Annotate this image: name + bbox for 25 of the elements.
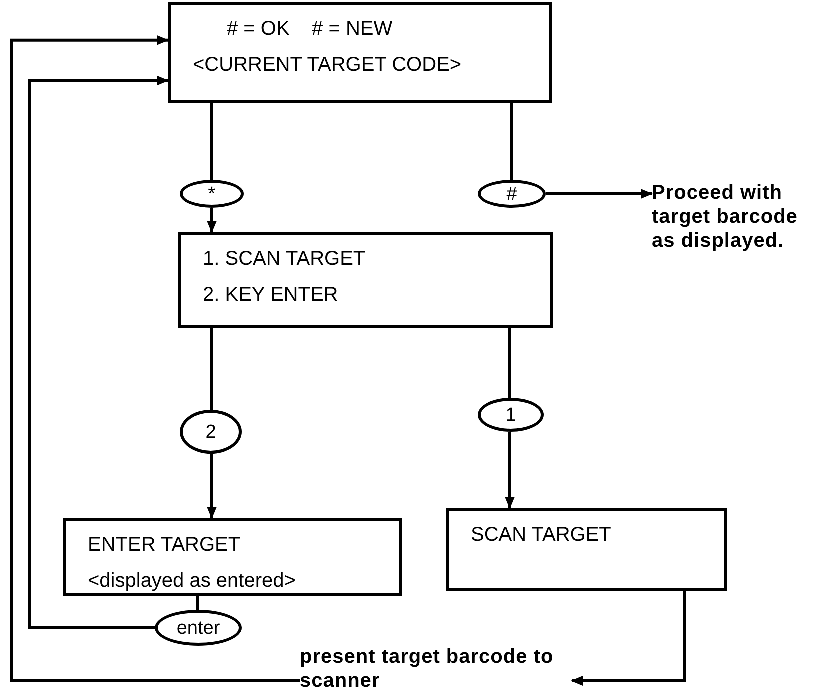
note-text: Proceed with target barcode as displayed. bbox=[652, 181, 822, 261]
box-text: <displayed as entered> bbox=[88, 569, 296, 594]
connector-arrow bbox=[505, 432, 515, 509]
note-text: present target barcode to scanner bbox=[300, 645, 572, 695]
process-box bbox=[446, 508, 727, 591]
process-box bbox=[178, 232, 553, 328]
oval-node: # bbox=[478, 180, 546, 208]
process-box bbox=[63, 518, 402, 596]
box-text: SCAN TARGET bbox=[471, 523, 612, 548]
connector-arrow bbox=[207, 208, 217, 233]
oval-node: enter bbox=[155, 610, 242, 646]
oval-node: 2 bbox=[180, 410, 242, 454]
box-text: # = OK # = NEW bbox=[227, 17, 393, 42]
connector-arrow bbox=[207, 454, 217, 519]
box-text: ENTER TARGET bbox=[88, 533, 241, 558]
connector-arrow bbox=[28, 76, 169, 630]
box-text: <CURRENT TARGET CODE> bbox=[193, 53, 462, 78]
process-box bbox=[168, 2, 552, 103]
connector-arrow bbox=[546, 189, 653, 199]
oval-node: * bbox=[180, 180, 244, 208]
oval-node: 1 bbox=[478, 398, 544, 432]
box-text: 1. SCAN TARGET bbox=[203, 247, 366, 272]
connector-arrow bbox=[10, 35, 300, 682]
box-text: 2. KEY ENTER bbox=[203, 283, 338, 308]
connector-arrow bbox=[571, 591, 686, 686]
